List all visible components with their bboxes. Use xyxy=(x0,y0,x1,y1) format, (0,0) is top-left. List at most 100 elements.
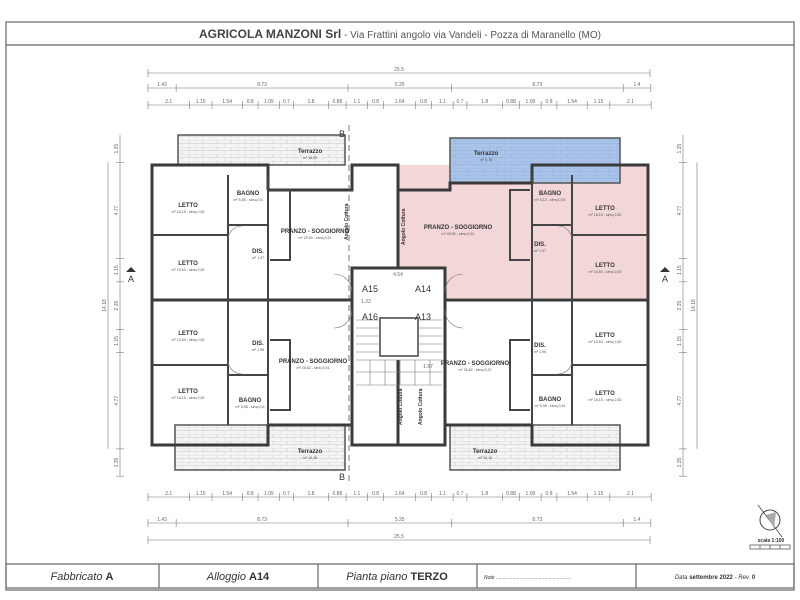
total-width-label: 25.5 xyxy=(394,67,404,73)
detail-width-bottom-label: 0.8 xyxy=(372,491,379,497)
room-area-a16: m² 5,98 - slmq 0,6 xyxy=(236,405,265,409)
room-area-a13: m² 15,63 - slmq 2,82 xyxy=(589,340,622,344)
unit-value: A14 xyxy=(249,571,270,583)
footer-floor: Pianta piano TERZO xyxy=(346,571,448,583)
room-name-a13: LETTO xyxy=(595,391,615,397)
sheet-border xyxy=(5,21,795,591)
room-area-a16: m² 16,16 xyxy=(303,456,317,460)
depth-right-label: 4.77 xyxy=(677,205,683,215)
room-name-a13: LETTO xyxy=(595,333,615,339)
detail-width-bottom-label: 1.8 xyxy=(308,491,315,497)
detail-width-label: 1.8 xyxy=(308,99,315,105)
detail-width-label: 0.88 xyxy=(333,99,343,105)
detail-width-bottom-label: 0.8 xyxy=(420,491,427,497)
detail-width-label: 0.7 xyxy=(457,99,464,105)
depth-right-label: 4.77 xyxy=(677,396,683,406)
room-area-a14: m² 6,12 - slmq 0,51 xyxy=(535,198,566,202)
unit-tag-a15: A15 xyxy=(362,284,378,294)
unit-label: Alloggio xyxy=(206,571,246,583)
kitchen-corner-labels: Angolo Cottura Angolo Cottura Angolo Cot… xyxy=(344,203,424,425)
elevator-shaft xyxy=(379,317,419,357)
room-area-a13: m² 16,16 xyxy=(478,456,492,460)
detail-width-bottom-label: 0.8 xyxy=(247,491,254,497)
rev-value: 0 xyxy=(752,575,756,581)
site-address: - Via Frattini angolo via Vandeli - Pozz… xyxy=(341,30,601,41)
room-area-a15: m² 16,15 - slmq 2,82 xyxy=(172,210,205,214)
building-value: A xyxy=(106,571,114,583)
unit-tags: A15 A14 A16 A13 xyxy=(362,284,431,322)
room-area-a15: m² 29,50 - slmq 5,51 xyxy=(299,236,332,240)
main-width-bottom-label: 8.73 xyxy=(257,517,267,523)
detail-width-bottom-label: 1.64 xyxy=(395,491,405,497)
depth-right-label: 1.35 xyxy=(677,144,683,154)
detail-width-label: 1.64 xyxy=(395,99,405,105)
detail-width-label: 1.09 xyxy=(526,99,536,105)
title-block: AGRICOLA MANZONI Srl - Via Frattini ango… xyxy=(199,27,601,41)
scale-bar xyxy=(749,544,791,550)
room-name-a15: Terrazzo xyxy=(298,149,323,155)
room-area-a13: m² 1,96 xyxy=(534,350,546,354)
total-depth-label: 14.18 xyxy=(691,299,697,312)
stair-dim: 1.97 xyxy=(423,364,433,370)
room-area-a16: m² 26,82 - slmq 5,51 xyxy=(297,366,330,370)
unit-tag-a14: A14 xyxy=(415,284,431,294)
room-area-a13: m² 26,82 - slmq 5,37 xyxy=(459,368,492,372)
room-name-a14: BAGNO xyxy=(539,191,562,197)
north-compass-icon xyxy=(757,504,783,538)
room-area-a15: m² 15,63 - slmq 2,82 xyxy=(172,268,205,272)
depth-right-label: 1.15 xyxy=(677,265,683,275)
depth-right-label: 1.35 xyxy=(677,457,683,467)
main-width-label: 5.25 xyxy=(395,82,405,88)
kitchen-corner-a15: Angolo Cottura xyxy=(344,203,350,240)
footer-note: Note ...................................… xyxy=(484,575,571,581)
detail-width-bottom-label: 0.88 xyxy=(333,491,343,497)
room-name-a16: PRANZO - SOGGIORNO xyxy=(279,359,348,365)
detail-width-label: 1.1 xyxy=(353,99,360,105)
detail-width-bottom-label: 0.7 xyxy=(457,491,464,497)
detail-width-label: 1.09 xyxy=(264,99,274,105)
room-name-a15: DIS. xyxy=(252,249,264,255)
section-marks: B B A A xyxy=(126,125,670,485)
room-area-a16: m² 1,96 xyxy=(252,348,264,352)
room-area-a14: m² 1,97 xyxy=(534,249,546,253)
detail-width-label: 0.88 xyxy=(506,99,516,105)
main-width-label: 1.43 xyxy=(157,82,167,88)
room-area-a16: m² 15,63 - slmq 2,82 xyxy=(172,338,205,342)
depth-left-label: 1.15 xyxy=(114,265,120,275)
scale-label: scala 1:100 xyxy=(758,538,785,544)
detail-width-bottom-label: 2.1 xyxy=(165,491,172,497)
room-area-a15: m² 6,80 - slmq 0,5 xyxy=(234,198,263,202)
depth-right-label: 1.15 xyxy=(677,336,683,346)
detail-width-bottom-label: 1.8 xyxy=(481,491,488,497)
main-width-bottom-label: 1.4 xyxy=(634,517,641,523)
detail-width-label: 0.8 xyxy=(372,99,379,105)
room-name-a15: LETTO xyxy=(178,203,198,209)
unit-tag-a16: A16 xyxy=(362,312,378,322)
kitchen-corner-a13: Angolo Cottura xyxy=(418,388,424,425)
main-width-label: 8.73 xyxy=(532,82,542,88)
detail-width-bottom-label: 1.15 xyxy=(594,491,604,497)
detail-width-label: 0.8 xyxy=(546,99,553,105)
detail-width-bottom-label: 1.54 xyxy=(222,491,232,497)
main-width-label: 8.73 xyxy=(257,82,267,88)
date-value: settembre 2022 xyxy=(689,575,733,581)
kitchen-corner-a14: Angolo Cottura xyxy=(401,208,407,245)
building-label: Fabbricato xyxy=(51,571,103,583)
room-area-a14: m² 15,63 - slmq 2,82 xyxy=(589,270,622,274)
detail-width-label: 1.1 xyxy=(439,99,446,105)
outer-walls xyxy=(150,163,650,447)
room-name-a15: LETTO xyxy=(178,261,198,267)
room-name-a14: LETTO xyxy=(595,263,615,269)
room-area-a15: m² 1,97 xyxy=(252,256,264,260)
room-name-a16: LETTO xyxy=(178,389,198,395)
room-name-a16: Terrazzo xyxy=(298,449,323,455)
room-area-a15: m² 16,05 xyxy=(303,156,317,160)
detail-width-label: 2.1 xyxy=(165,99,172,105)
core-width-dim: 4.54 xyxy=(393,272,403,278)
total-depth-label: 14.18 xyxy=(102,299,108,312)
room-name-a15: PRANZO - SOGGIORNO xyxy=(281,229,350,235)
company-name: AGRICOLA MANZONI Srl xyxy=(199,27,341,41)
floor-label: Pianta piano xyxy=(346,571,407,583)
room-name-a16: BAGNO xyxy=(239,398,262,404)
date-label: Data xyxy=(675,575,688,581)
